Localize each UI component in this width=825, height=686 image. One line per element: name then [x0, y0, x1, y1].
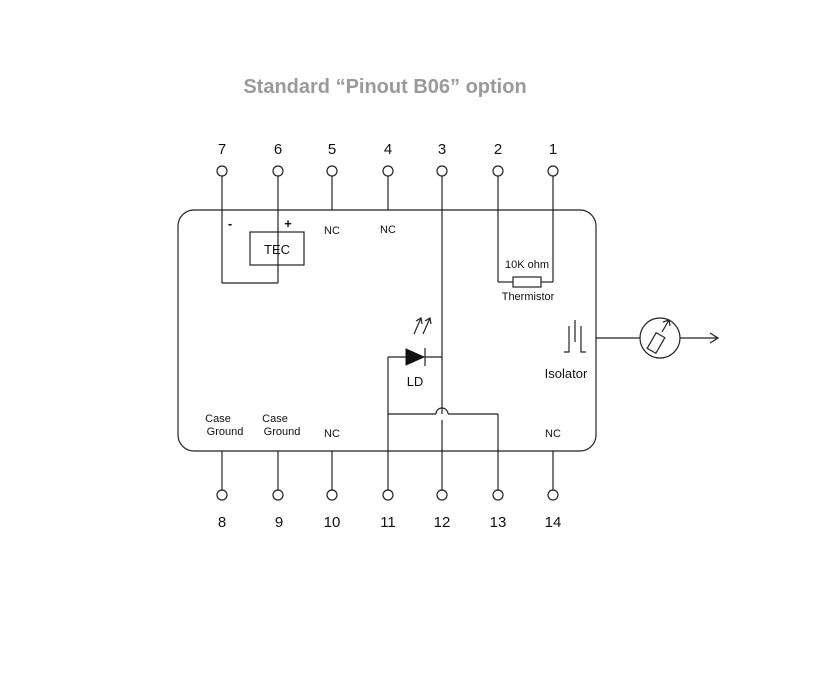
pin-6: [272, 165, 284, 177]
ld-label: LD: [407, 374, 424, 389]
crossover-wire: [388, 407, 499, 490]
pin-10-number: 10: [324, 514, 341, 531]
pin-8-number: 8: [218, 514, 226, 531]
thermistor-label: Thermistor: [502, 291, 555, 303]
package-body: [177, 209, 597, 452]
bottom-pin-leads: [221, 451, 554, 490]
pin-14: [547, 489, 559, 501]
top-pins: [216, 165, 559, 177]
pin-8-ground-label: Ground: [207, 426, 244, 438]
photodiode-icon: [639, 317, 681, 359]
pin-9-number: 9: [275, 514, 283, 531]
pin-4-nc-label: NC: [380, 224, 396, 236]
laser-diode-circuit: LD: [387, 317, 442, 490]
pin-12-number: 12: [434, 514, 451, 531]
pin-5-nc-label: NC: [324, 225, 340, 237]
tec-minus-label: -: [228, 216, 232, 231]
pin-1-number: 1: [549, 141, 557, 158]
pin-9-case-label: Case: [262, 413, 288, 425]
pin-2: [492, 165, 504, 177]
pin-11-number: 11: [380, 514, 396, 531]
output-arrow-icon: [709, 332, 720, 344]
pin-1: [547, 165, 559, 177]
thermistor-circuit: 10K ohm Thermistor: [498, 259, 555, 303]
pin-6-number: 6: [274, 141, 282, 158]
pin-5: [326, 165, 338, 177]
pin-3: [436, 165, 448, 177]
bottom-pins: [216, 489, 559, 501]
thermistor-resistor: [512, 276, 542, 288]
pin-10: [326, 489, 338, 501]
pin-12: [436, 489, 448, 501]
pin-4: [382, 165, 394, 177]
pin-9: [272, 489, 284, 501]
isolator: Isolator: [545, 320, 640, 381]
isolator-label: Isolator: [545, 366, 588, 381]
pin-10-nc-label: NC: [324, 428, 340, 440]
light-emission-icon: [413, 317, 432, 335]
pin-4-number: 4: [384, 141, 392, 158]
thermistor-resistance-label: 10K ohm: [505, 259, 549, 271]
pin-2-number: 2: [494, 141, 502, 158]
tec-plus-label: +: [284, 216, 292, 231]
tec-circuit: TEC - +: [222, 216, 305, 284]
pin-3-number: 3: [438, 141, 446, 158]
diagram-title: Standard “Pinout B06” option: [243, 76, 527, 98]
tec-box: [249, 231, 305, 266]
pin-13: [492, 489, 504, 501]
pin-14-number: 14: [545, 514, 562, 531]
pin-8-case-label: Case: [205, 413, 231, 425]
pin-9-ground-label: Ground: [264, 426, 301, 438]
laser-diode-icon: [405, 348, 426, 366]
tec-label: TEC: [264, 242, 290, 257]
pin-8: [216, 489, 228, 501]
output-photodiode: [639, 317, 720, 359]
pin-5-number: 5: [328, 141, 336, 158]
pin-13-number: 13: [490, 514, 507, 531]
pin-14-nc-label: NC: [545, 428, 561, 440]
pin-11: [382, 489, 394, 501]
pin-7: [216, 165, 228, 177]
top-pin-leads: [221, 176, 554, 414]
isolator-icon: [564, 326, 570, 353]
pin-7-number: 7: [218, 141, 226, 158]
